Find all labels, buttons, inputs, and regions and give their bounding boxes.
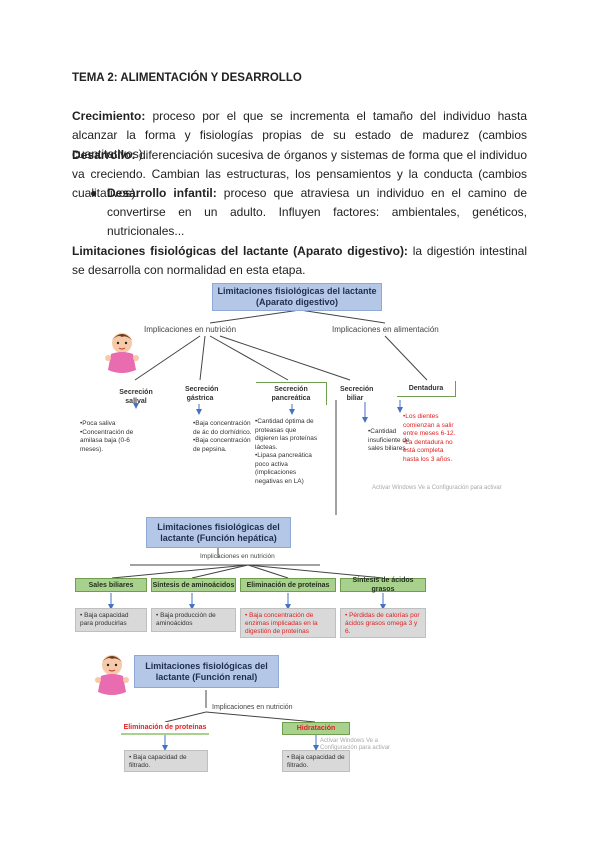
head-secrecion-pancreatica: Secreción pancreática xyxy=(256,382,327,405)
note-renal-eliminacion: • Baja capacidad de filtrado. xyxy=(124,750,208,772)
note-secrecion-salival: •Poca saliva •Concentración de amilasa b… xyxy=(80,420,134,453)
text-crecimiento: proceso por el que se incrementa el tama… xyxy=(72,109,527,161)
baby-illustration-2 xyxy=(95,655,129,695)
box-sales-biliares: Sales biliares xyxy=(75,578,147,592)
note-secrecion-pancreatica: •Cantidad óptima de proteasas que digier… xyxy=(255,418,318,485)
head-secrecion-gastrica: Secreción gástrica xyxy=(185,386,219,402)
term-crecimiento: Crecimiento: xyxy=(72,109,146,123)
text-desarrollo-infantil: proceso que atraviesa un individuo en el… xyxy=(107,186,528,238)
paragraph-crecimiento: Crecimiento: proceso por el que se incre… xyxy=(72,107,527,164)
box-renal-hidratacion: Hidratación xyxy=(282,722,350,735)
bullet-marker: ● xyxy=(90,186,98,200)
renal-title-box: Limitaciones fisiológicas del lactante (… xyxy=(134,655,279,688)
paragraph-desarrollo: Desarrollo: diferenciación sucesiva de ó… xyxy=(72,146,527,203)
page-title: TEMA 2: ALIMENTACIÓN Y DESARROLLO xyxy=(72,72,302,84)
note-renal-hidratacion: • Baja capacidad de filtrado. xyxy=(282,750,350,772)
head-dentadura: Dentadura xyxy=(397,381,456,397)
hepatic-title-box: Limitaciones fisiológicas del lactante (… xyxy=(146,517,291,548)
note-secrecion-gastrica: •Baja concentración de ác do clorhídrico… xyxy=(193,420,252,453)
note-sintesis-aminoacidos: • Baja producción de aminoácidos xyxy=(151,608,236,632)
term-desarrollo-infantil: Desarrollo infantil: xyxy=(107,186,217,200)
baby-illustration xyxy=(105,333,139,373)
paragraph-desarrollo-infantil: Desarrollo infantil: proceso que atravie… xyxy=(107,184,527,241)
box-renal-eliminacion-proteinas: Eliminación de proteínas xyxy=(121,722,209,735)
digestive-title-box: Limitaciones fisiológicas del lactante (… xyxy=(212,283,382,311)
head-secrecion-salival: Secreción salival xyxy=(119,389,153,405)
note-sintesis-acidos-grasos: • Pérdidas de calorías por ácidos grasos… xyxy=(340,608,426,638)
note-eliminacion-proteinas: • Baja concentración de enzimas implicad… xyxy=(240,608,336,638)
nutrition-implications-label: Implicaciones en nutrición xyxy=(144,325,237,334)
feeding-implications-label: Implicaciones en alimentación xyxy=(332,325,439,334)
box-eliminacion-proteinas: Eliminación de proteínas xyxy=(240,578,336,592)
box-sintesis-aminoacidos: Síntesis de aminoácidos xyxy=(151,578,236,592)
note-secrecion-biliar: •Cantidad insuficiente de sales biliares… xyxy=(368,428,410,452)
windows-watermark-1: Activar Windows Ve a Configuración para … xyxy=(372,485,502,491)
note-dentadura: •Los dientes comienzan a salir entre mes… xyxy=(403,413,456,463)
text-desarrollo: diferenciación sucesiva de órganos y sis… xyxy=(72,148,527,200)
term-limitaciones: Limitaciones fisiológicas del lactante (… xyxy=(72,244,408,258)
note-sales-biliares: • Baja capacidad para producirlas xyxy=(75,608,147,632)
term-desarrollo: Desarrollo: xyxy=(72,148,136,162)
renal-nutrition-label: Implicaciones en nutrición xyxy=(212,704,293,711)
text-limitaciones: la digestión intestinal se desarrolla co… xyxy=(72,244,527,277)
head-secrecion-biliar: Secreción biliar xyxy=(340,386,374,402)
box-sintesis-acidos-grasos: Síntesis de ácidos grasos xyxy=(340,577,426,593)
hepatic-nutrition-label: Implicaciones en nutrición xyxy=(200,553,275,560)
paragraph-limitaciones: Limitaciones fisiológicas del lactante (… xyxy=(72,242,527,280)
